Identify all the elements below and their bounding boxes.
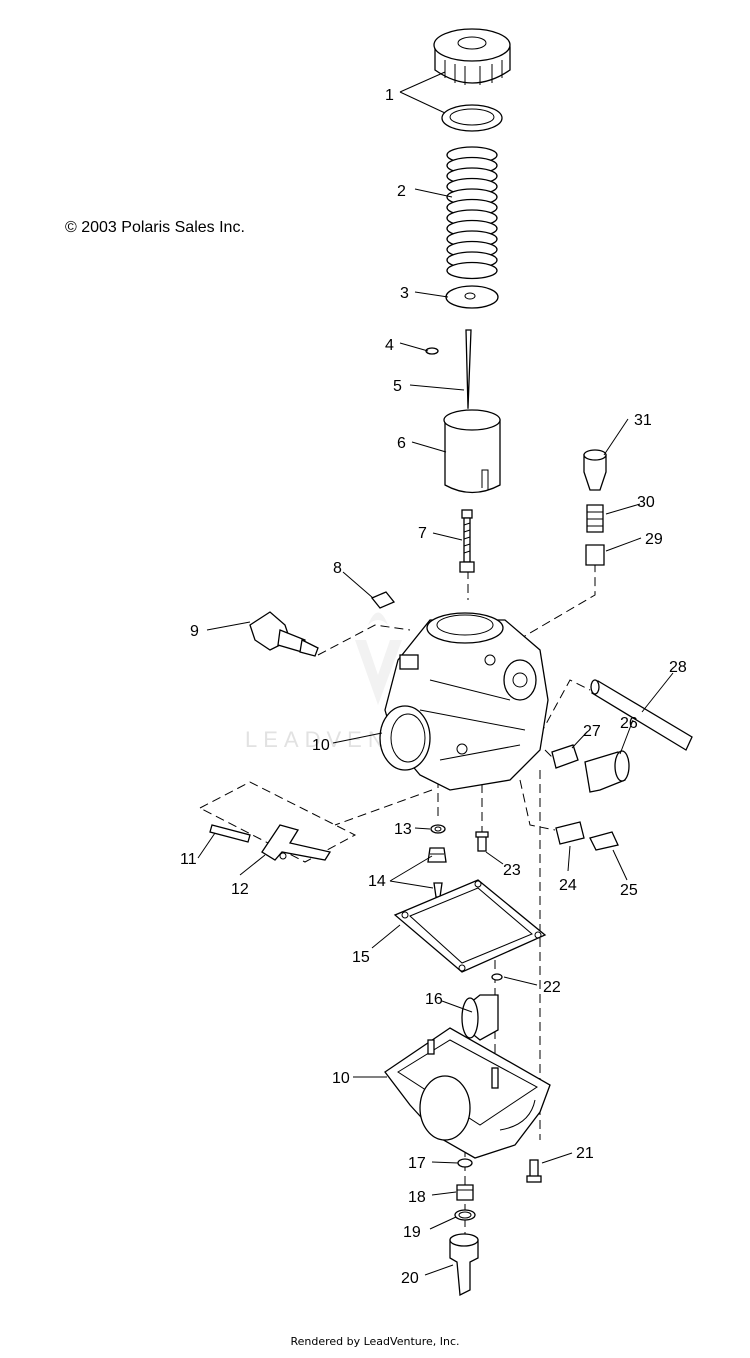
watermark-logo bbox=[355, 612, 402, 705]
part-18-drain-screw bbox=[456, 1184, 474, 1201]
callout-14: 14 bbox=[368, 873, 386, 890]
callout-13: 13 bbox=[394, 821, 412, 838]
callout-9: 9 bbox=[190, 623, 199, 640]
part-float-gauge bbox=[198, 781, 357, 863]
callout-25: 25 bbox=[620, 882, 638, 899]
part-26-idle-screw bbox=[584, 750, 630, 793]
callout-30: 30 bbox=[637, 494, 655, 511]
part-float-bowl-gasket bbox=[393, 879, 547, 973]
callout-8: 8 bbox=[333, 560, 342, 577]
part-cap bbox=[433, 28, 511, 85]
part-20-drain-fitting bbox=[449, 1233, 479, 1297]
part-starter-plunger bbox=[249, 611, 319, 657]
part-28-vent-tube bbox=[590, 679, 693, 751]
part-plug bbox=[370, 591, 396, 609]
part-float bbox=[461, 994, 499, 1041]
callout-10-bowl: 10 bbox=[332, 1070, 350, 1087]
callout-20: 20 bbox=[401, 1270, 419, 1287]
part-washer bbox=[441, 104, 503, 132]
callout-12: 12 bbox=[231, 881, 249, 898]
part-main-jet bbox=[475, 831, 489, 852]
part-17-washer bbox=[457, 1158, 473, 1168]
copyright-notice: © 2003 Polaris Sales Inc. bbox=[65, 219, 245, 236]
part-29-cap bbox=[585, 544, 605, 566]
part-float-bowl bbox=[384, 1027, 551, 1159]
part-jet-needle bbox=[465, 329, 472, 409]
callout-22: 22 bbox=[543, 979, 561, 996]
callout-2: 2 bbox=[397, 183, 406, 200]
callout-16: 16 bbox=[425, 991, 443, 1008]
part-21-screw bbox=[526, 1159, 542, 1183]
callout-15: 15 bbox=[352, 949, 370, 966]
part-needle-valve bbox=[427, 847, 447, 898]
part-pilot-screw bbox=[459, 509, 475, 573]
callout-28: 28 bbox=[669, 659, 687, 676]
footer-credit: Rendered by LeadVenture, Inc. bbox=[290, 1335, 460, 1348]
part-27-spring bbox=[551, 744, 579, 769]
callout-26: 26 bbox=[620, 715, 638, 732]
part-24-spring bbox=[555, 821, 585, 845]
callout-23: 23 bbox=[503, 862, 521, 879]
callout-19: 19 bbox=[403, 1224, 421, 1241]
part-22-washer bbox=[491, 973, 503, 981]
callout-31: 31 bbox=[634, 412, 652, 429]
part-throttle-slide bbox=[443, 409, 501, 494]
part-13-washer bbox=[430, 824, 446, 834]
spring-coil bbox=[446, 261, 498, 280]
part-30-spring bbox=[586, 504, 604, 533]
callout-21: 21 bbox=[576, 1145, 594, 1162]
part-clip bbox=[425, 347, 439, 355]
part-carburetor-body bbox=[379, 612, 549, 791]
leader-lines bbox=[197, 71, 674, 1276]
callout-6: 6 bbox=[397, 435, 406, 452]
callout-17: 17 bbox=[408, 1155, 426, 1172]
callout-5: 5 bbox=[393, 378, 402, 395]
callout-24: 24 bbox=[559, 877, 577, 894]
callout-11: 11 bbox=[180, 851, 197, 868]
callout-3: 3 bbox=[400, 285, 409, 302]
callout-27: 27 bbox=[583, 723, 601, 740]
part-31-adjuster bbox=[583, 449, 607, 491]
callout-18: 18 bbox=[408, 1189, 426, 1206]
callout-1: 1 bbox=[385, 87, 394, 104]
callout-10-body: 10 bbox=[312, 737, 330, 754]
callout-4: 4 bbox=[385, 337, 394, 354]
callouts: 1 2 3 4 5 6 7 8 9 10 10 11 12 13 14 15 1… bbox=[180, 87, 687, 1287]
part-25-pilot-screw bbox=[589, 831, 619, 851]
part-spring-seat bbox=[445, 285, 499, 309]
callout-7: 7 bbox=[418, 525, 427, 542]
part-19-o-ring bbox=[454, 1209, 476, 1221]
part-spring bbox=[446, 146, 498, 280]
callout-29: 29 bbox=[645, 531, 663, 548]
